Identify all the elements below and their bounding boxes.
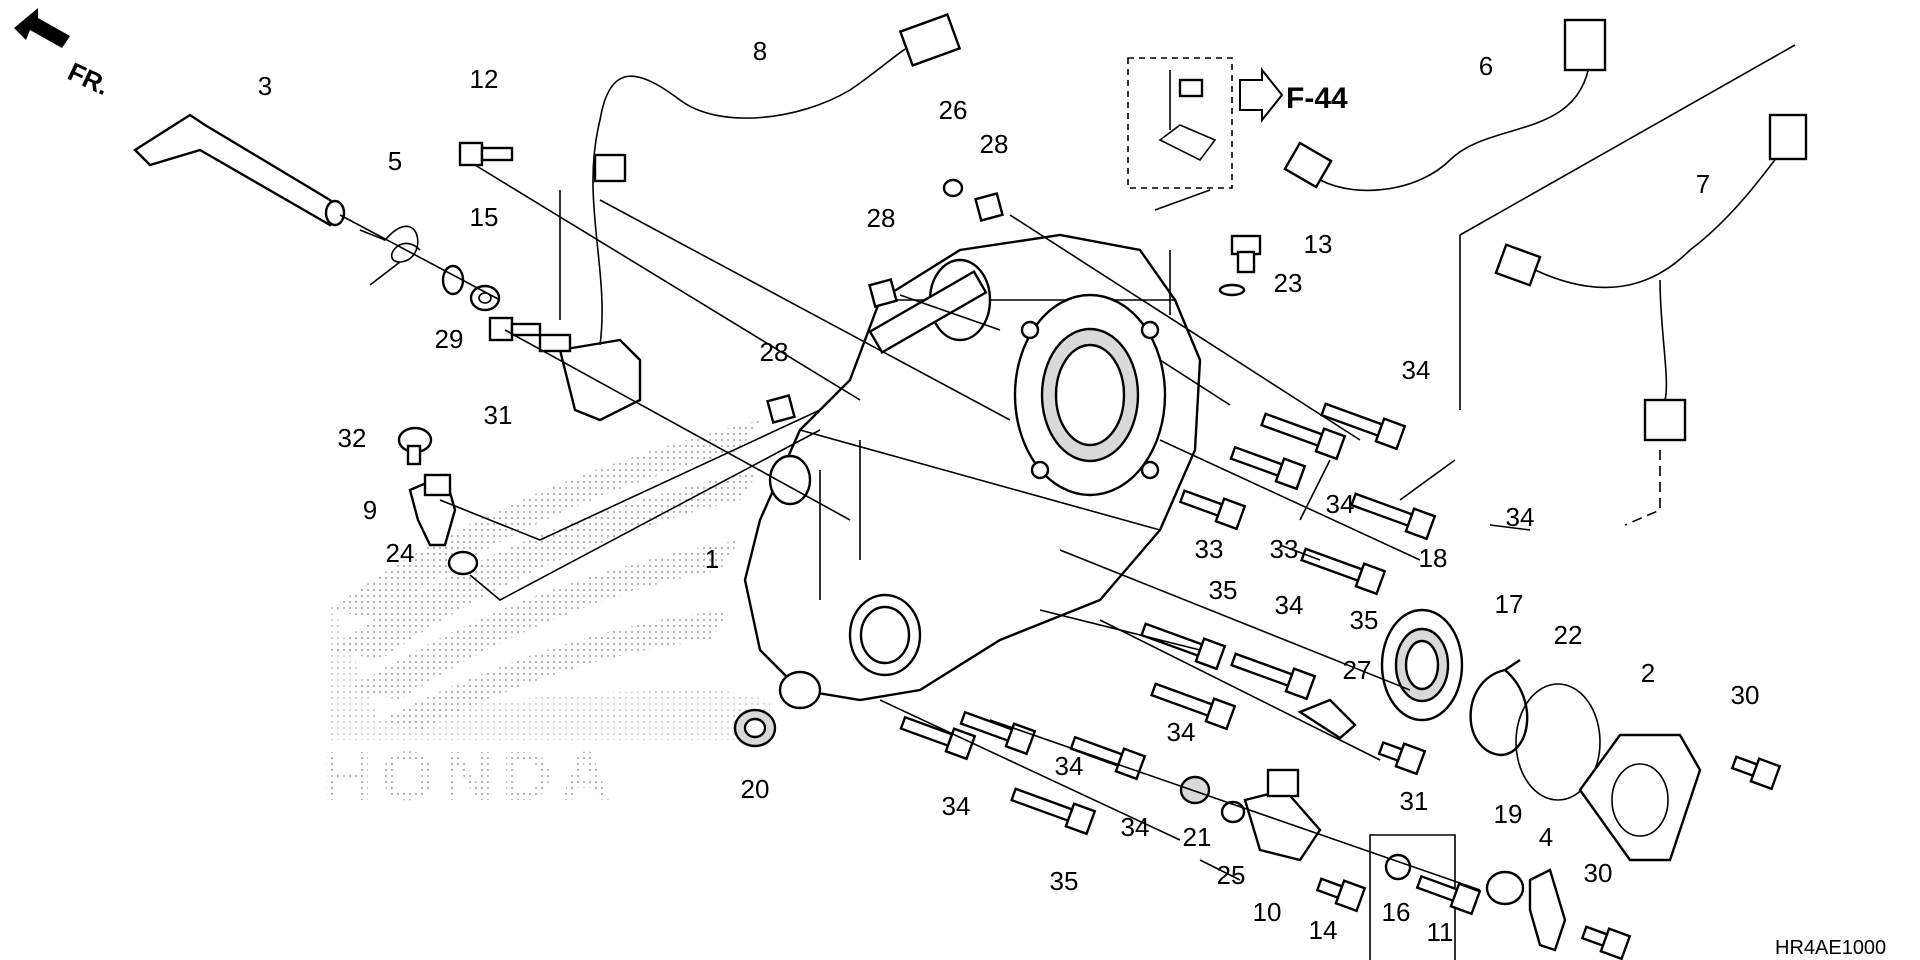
front-label: FR.: [63, 56, 114, 101]
bolt-30b: [1580, 925, 1632, 960]
callout-c27: 27: [1343, 655, 1372, 685]
callout-c35a: 35: [1209, 575, 1238, 605]
bracket: [1528, 868, 1567, 952]
o-ring-22: [1515, 683, 1601, 801]
cover-plate: [1578, 733, 1702, 862]
callout-c32: 32: [338, 423, 367, 453]
wire-harness-7: [1494, 113, 1808, 442]
front-direction-indicator: FR.: [14, 8, 114, 101]
return-spring: [359, 225, 421, 286]
callout-c11: 11: [1427, 917, 1454, 947]
callout-c21: 21: [1183, 822, 1212, 852]
callout-c14: 14: [1309, 915, 1338, 945]
callout-c31b: 31: [1400, 786, 1429, 816]
callout-c31a: 31: [484, 400, 513, 430]
wire-harness-8: [592, 12, 962, 346]
callout-c35b: 35: [1350, 605, 1379, 635]
washer-19: [1485, 870, 1525, 906]
callout-c8: 8: [753, 36, 767, 66]
callout-c15: 15: [470, 202, 499, 232]
gearshift-spindle: [133, 113, 346, 227]
callout-c19: 19: [1494, 799, 1523, 829]
callout-c17: 17: [1495, 589, 1524, 619]
washer-21: [1179, 775, 1211, 805]
assembly-lines: [339, 164, 1531, 891]
callout-c6: 6: [1479, 51, 1493, 81]
callout-c4: 4: [1539, 822, 1553, 852]
callout-c13: 13: [1304, 229, 1333, 259]
bolt-set: [899, 402, 1437, 836]
callout-labels: 1234567891011121314151617181920212223242…: [258, 36, 1760, 947]
washer: [469, 284, 501, 312]
callout-c10: 10: [1253, 897, 1282, 927]
bolt-12: [458, 141, 514, 167]
section-divider: [1459, 44, 1796, 236]
reference-inset: F-44: [1127, 57, 1348, 211]
wire-harness-6: [1283, 18, 1607, 192]
callout-c18: 18: [1419, 543, 1448, 573]
clamp: [1297, 698, 1357, 740]
callout-c29: 29: [435, 324, 464, 354]
callout-c34h: 34: [1121, 812, 1150, 842]
callout-c33b: 33: [1270, 534, 1299, 564]
front-arrow-icon: [14, 8, 70, 48]
callout-c23: 23: [1274, 268, 1303, 298]
callout-c34a: 34: [1402, 355, 1431, 385]
reference-arrow-icon: [1239, 67, 1284, 123]
callout-c30a: 30: [1731, 680, 1760, 710]
callout-c26: 26: [939, 95, 968, 125]
washer-16: [1384, 853, 1412, 881]
callout-c9: 9: [363, 495, 377, 525]
callout-c1: 1: [705, 544, 719, 574]
gear-position-switch: [538, 333, 642, 422]
bolt-31-left: [488, 316, 542, 342]
callout-c34d: 34: [1275, 590, 1304, 620]
callout-c12: 12: [470, 64, 499, 94]
dowel-28c: [766, 394, 796, 424]
sensor-10: [1243, 768, 1322, 862]
callout-c28c: 28: [760, 337, 789, 367]
callout-c7: 7: [1696, 169, 1710, 199]
bolt-30a: [1730, 755, 1782, 791]
callout-c34f: 34: [1055, 751, 1084, 781]
bolt-11: [1415, 874, 1482, 916]
callout-c22: 22: [1554, 620, 1583, 650]
diagram-code: HR4AE1000: [1775, 937, 1886, 959]
callout-c28a: 28: [980, 129, 1009, 159]
callout-c2: 2: [1641, 658, 1655, 688]
callout-c34c: 34: [1506, 502, 1535, 532]
bearing: [1380, 608, 1464, 722]
callout-c28b: 28: [867, 203, 896, 233]
callout-c20: 20: [741, 774, 770, 804]
washer-26: [942, 178, 964, 198]
callout-c34e: 34: [1167, 717, 1196, 747]
callout-c16: 16: [1382, 897, 1411, 927]
crankcase-cover: [743, 233, 1202, 710]
bolt-14: [1315, 877, 1367, 913]
snap-ring-17: [1469, 659, 1529, 757]
callout-c5: 5: [388, 146, 402, 176]
honda-wing-watermark: HONDA: [322, 420, 770, 815]
callout-c34g: 34: [942, 791, 971, 821]
speed-sensor: [408, 473, 457, 547]
dowel-28b: [868, 278, 898, 308]
callout-c35c: 35: [1050, 866, 1079, 896]
dowel-28a: [974, 192, 1004, 222]
drain-plug: [1230, 234, 1262, 274]
callout-c34b: 34: [1326, 489, 1355, 519]
snap-ring: [441, 264, 465, 296]
callout-c24: 24: [386, 538, 415, 568]
callout-c33a: 33: [1195, 534, 1224, 564]
honda-watermark-text: HONDA: [322, 737, 619, 815]
callout-c30b: 30: [1584, 858, 1613, 888]
reference-label: F-44: [1286, 82, 1348, 115]
bolt-32: [397, 426, 433, 466]
callout-c25: 25: [1217, 860, 1246, 890]
sealing-washer: [1218, 283, 1246, 297]
o-ring: [447, 550, 479, 576]
callout-c3: 3: [258, 71, 272, 101]
